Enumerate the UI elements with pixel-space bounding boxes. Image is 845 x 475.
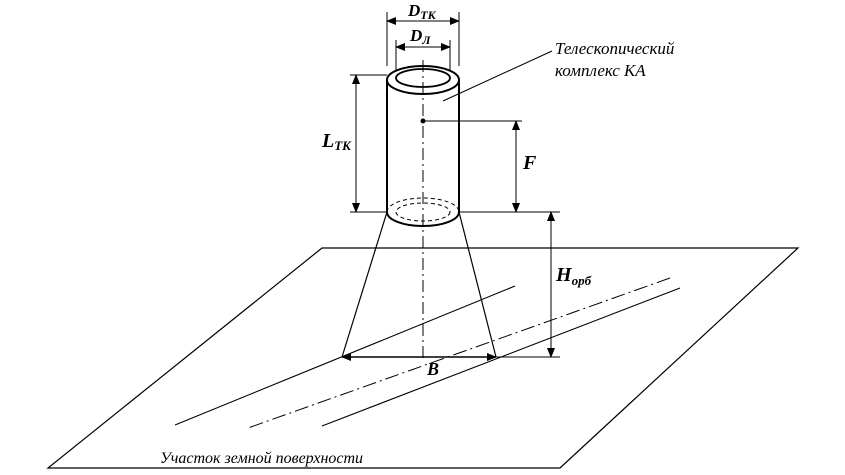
label-l-tk-sub: ТК (334, 138, 352, 153)
ground-track-centerline (247, 277, 671, 429)
label-d-l: DЛ (409, 26, 431, 47)
earth-surface-plane (46, 247, 800, 469)
label-d-tk-sub: ТК (420, 8, 436, 22)
fov-edge-left (341, 211, 388, 358)
label-telescope-line1: Телескопический (555, 39, 675, 58)
label-f: F (522, 152, 537, 174)
label-h-orb: Hорб (555, 264, 592, 288)
label-d-tk: DТК (407, 1, 437, 22)
label-surface: Участок земной поверхности (160, 450, 363, 467)
label-d-tk-main: D (407, 1, 420, 20)
tube-bottom-back (386, 197, 460, 213)
label-d-l-sub: Л (421, 33, 431, 47)
label-l-tk: LТК (321, 130, 352, 153)
label-telescope-line2: комплекс КА (555, 61, 646, 80)
label-h-orb-sub: орб (572, 273, 592, 288)
label-b: B (426, 359, 439, 379)
label-d-l-main: D (409, 26, 422, 45)
ground-track-line-left (174, 285, 516, 426)
telescope-leader-line (442, 50, 553, 102)
label-l-tk-main: L (321, 130, 334, 152)
label-h-orb-main: H (555, 264, 573, 286)
fov-edge-right (458, 211, 497, 358)
